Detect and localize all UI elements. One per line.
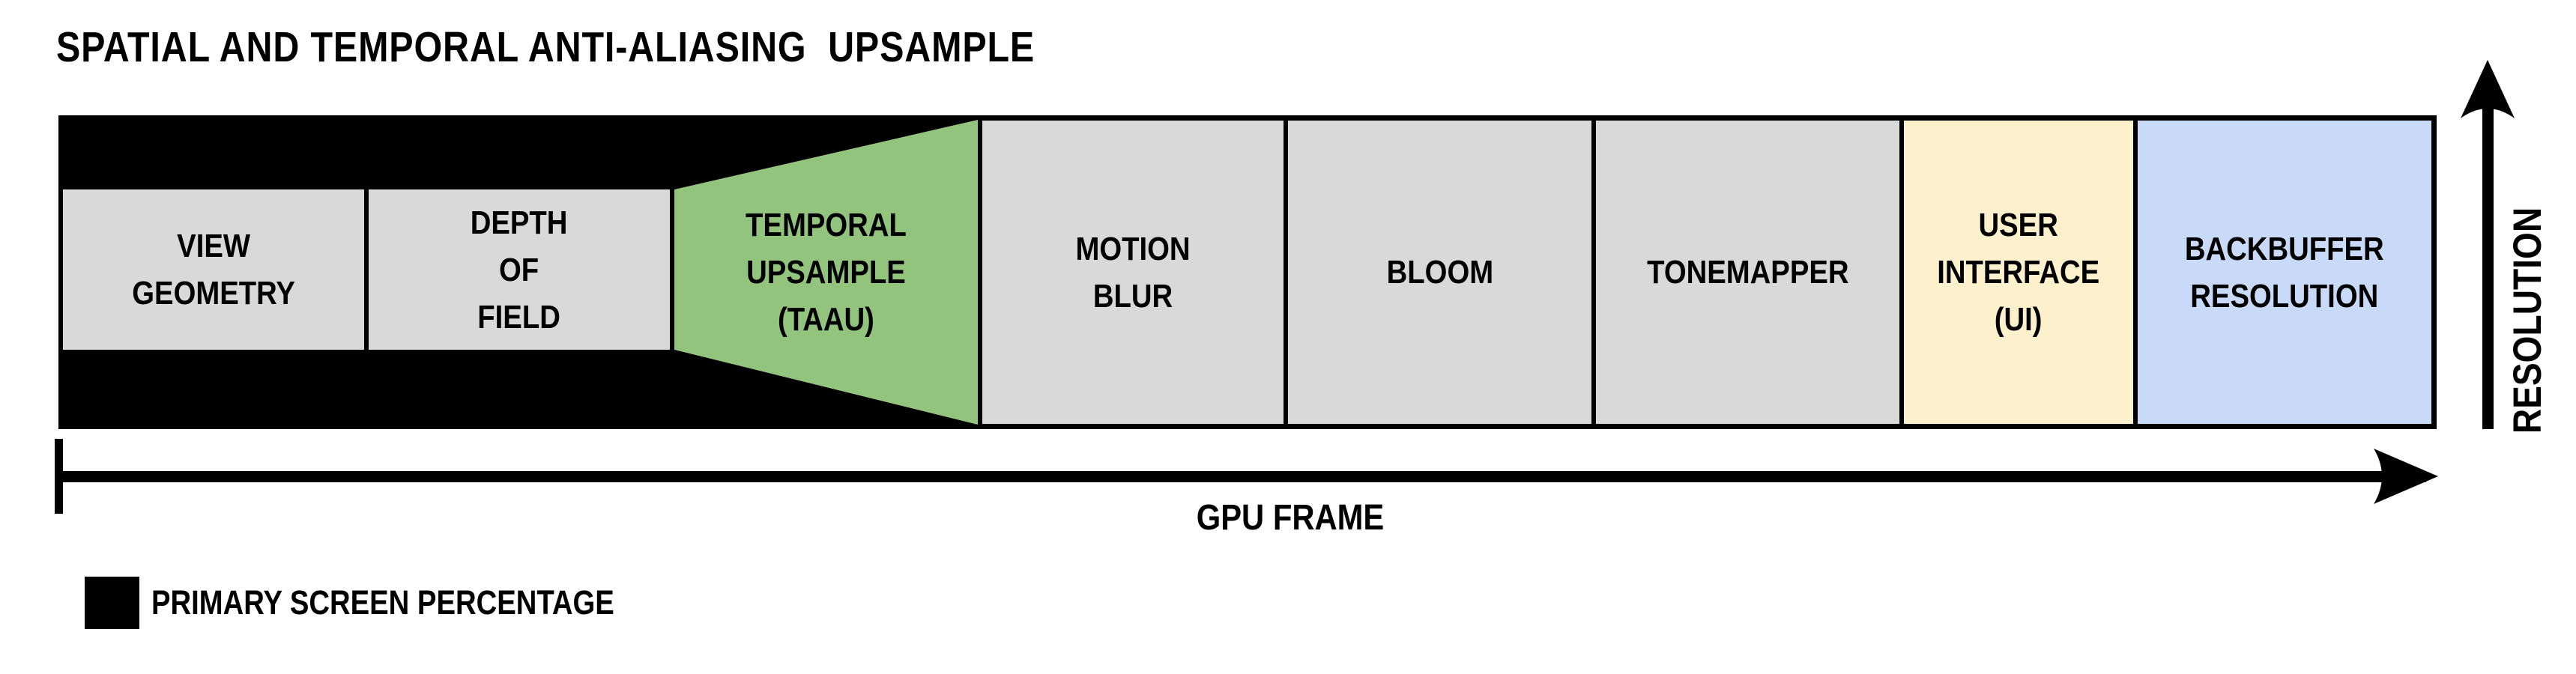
- stage-label: BACKBUFFER RESOLUTION: [2185, 230, 2384, 315]
- stage-motion-blur: MOTION BLUR: [982, 121, 1284, 424]
- x-axis-label: GPU FRAME: [1065, 497, 1515, 538]
- x-axis-label-text: GPU FRAME: [1196, 498, 1385, 538]
- stage-label: TONEMAPPER: [1646, 254, 1849, 291]
- legend: PRIMARY SCREEN PERCENTAGE: [85, 577, 696, 629]
- stage-view-geometry: VIEW GEOMETRY: [63, 189, 364, 350]
- stage-label: DEPTH OF FIELD: [471, 204, 568, 336]
- page-title: SPATIAL AND TEMPORAL ANTI-ALIASING UPSAM…: [56, 22, 1208, 72]
- stage-label: TEMPORAL UPSAMPLE (TAAU): [746, 207, 907, 338]
- stage-label: USER INTERFACE (UI): [1937, 207, 2100, 338]
- legend-label: PRIMARY SCREEN PERCENTAGE: [151, 577, 696, 629]
- stage-depth-of-field: DEPTH OF FIELD: [369, 189, 670, 350]
- page-title-text: SPATIAL AND TEMPORAL ANTI-ALIASING UPSAM…: [56, 23, 1035, 71]
- legend-label-text: PRIMARY SCREEN PERCENTAGE: [151, 583, 614, 622]
- stage-label: BLOOM: [1386, 254, 1493, 291]
- stage-backbuffer-resolution: BACKBUFFER RESOLUTION: [2138, 121, 2431, 424]
- resolution-axis-arrowhead-icon: [2461, 60, 2515, 118]
- stage-bloom: BLOOM: [1288, 121, 1591, 424]
- resolution-axis-line: [2482, 103, 2494, 429]
- gpu-axis-arrowhead-icon: [2374, 449, 2438, 504]
- stage-label: MOTION BLUR: [1075, 230, 1191, 315]
- stage-user-interface: USER INTERFACE (UI): [1904, 121, 2133, 424]
- stage-tonemapper: TONEMAPPER: [1596, 121, 1899, 424]
- gpu-axis-line: [58, 471, 2426, 482]
- gpu-frame-band: VIEW GEOMETRY DEPTH OF FIELD TEMPORAL UP…: [58, 115, 2437, 429]
- stage-label: VIEW GEOMETRY: [132, 228, 295, 312]
- legend-swatch: [85, 577, 139, 629]
- y-axis-label: RESOLUTION: [2506, 207, 2550, 434]
